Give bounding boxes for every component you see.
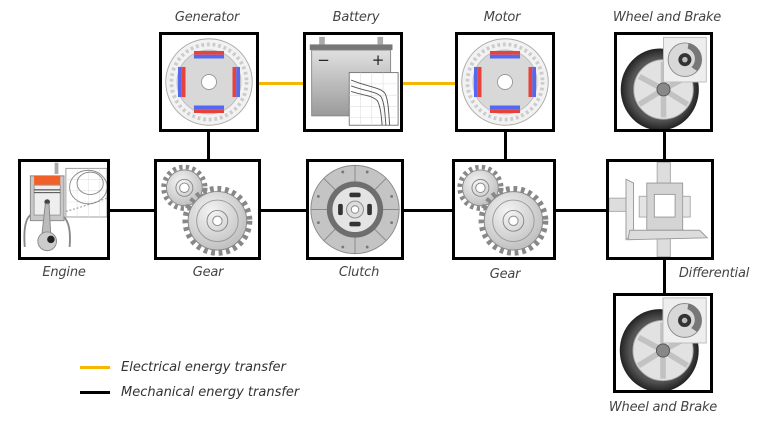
clutch-disc-icon — [310, 164, 400, 255]
wheel-bottom-label: Wheel and Brake — [608, 400, 718, 415]
generator-label: Generator — [174, 10, 240, 25]
mechanical-link-differential-wheel-top — [663, 132, 666, 161]
gear-left-label: Gear — [192, 265, 224, 280]
electrical-link-battery-motor — [403, 82, 455, 85]
mechanical-link-generator-gear — [207, 132, 210, 161]
differential-label: Differential — [678, 266, 750, 281]
mechanical-link-gear-clutch — [261, 209, 307, 212]
mechanical-link-engine-gear — [110, 209, 156, 212]
wheel-top-label: Wheel and Brake — [612, 10, 722, 25]
electric-machine-icon — [163, 36, 255, 128]
svg-text:−: − — [317, 51, 330, 69]
engine-box — [18, 159, 110, 260]
battery-box: − + — [303, 32, 403, 132]
mechanical-link-motor-gear — [504, 132, 507, 161]
wheel-brake-top-box — [614, 32, 713, 132]
mechanical-link-clutch-gear — [404, 209, 454, 212]
legend-item-mechanical: Mechanical energy transfer — [80, 385, 299, 400]
clutch-box — [306, 159, 404, 260]
battery-label: Battery — [332, 10, 380, 25]
clutch-label: Clutch — [338, 265, 380, 280]
gear-icon — [455, 162, 553, 257]
mechanical-link-differential-wheel-bottom — [663, 259, 666, 295]
legend-electrical-label: Electrical energy transfer — [121, 360, 286, 375]
differential-box — [606, 159, 714, 260]
wheel-brake-icon — [617, 35, 710, 129]
differential-icon — [609, 162, 709, 257]
motor-box — [455, 32, 555, 132]
battery-icon: − + — [309, 36, 399, 126]
electrical-link-generator-battery — [259, 82, 303, 85]
wheel-brake-bottom-box — [613, 293, 713, 393]
electric-machine-icon — [459, 36, 551, 128]
engine-piston-icon — [23, 162, 107, 252]
motor-label: Motor — [483, 10, 521, 25]
engine-label: Engine — [42, 265, 86, 280]
gear-icon — [157, 162, 258, 257]
legend-item-electrical: Electrical energy transfer — [80, 360, 286, 375]
generator-box — [159, 32, 259, 132]
wheel-brake-icon — [616, 296, 710, 390]
mechanical-swatch — [80, 391, 110, 394]
legend-mechanical-label: Mechanical energy transfer — [121, 385, 300, 400]
gear-right-box — [452, 159, 556, 260]
gear-right-label: Gear — [489, 267, 521, 282]
mechanical-link-gear-differential — [556, 209, 608, 212]
gear-left-box — [154, 159, 261, 260]
svg-text:+: + — [372, 51, 385, 69]
electrical-swatch — [80, 366, 110, 369]
